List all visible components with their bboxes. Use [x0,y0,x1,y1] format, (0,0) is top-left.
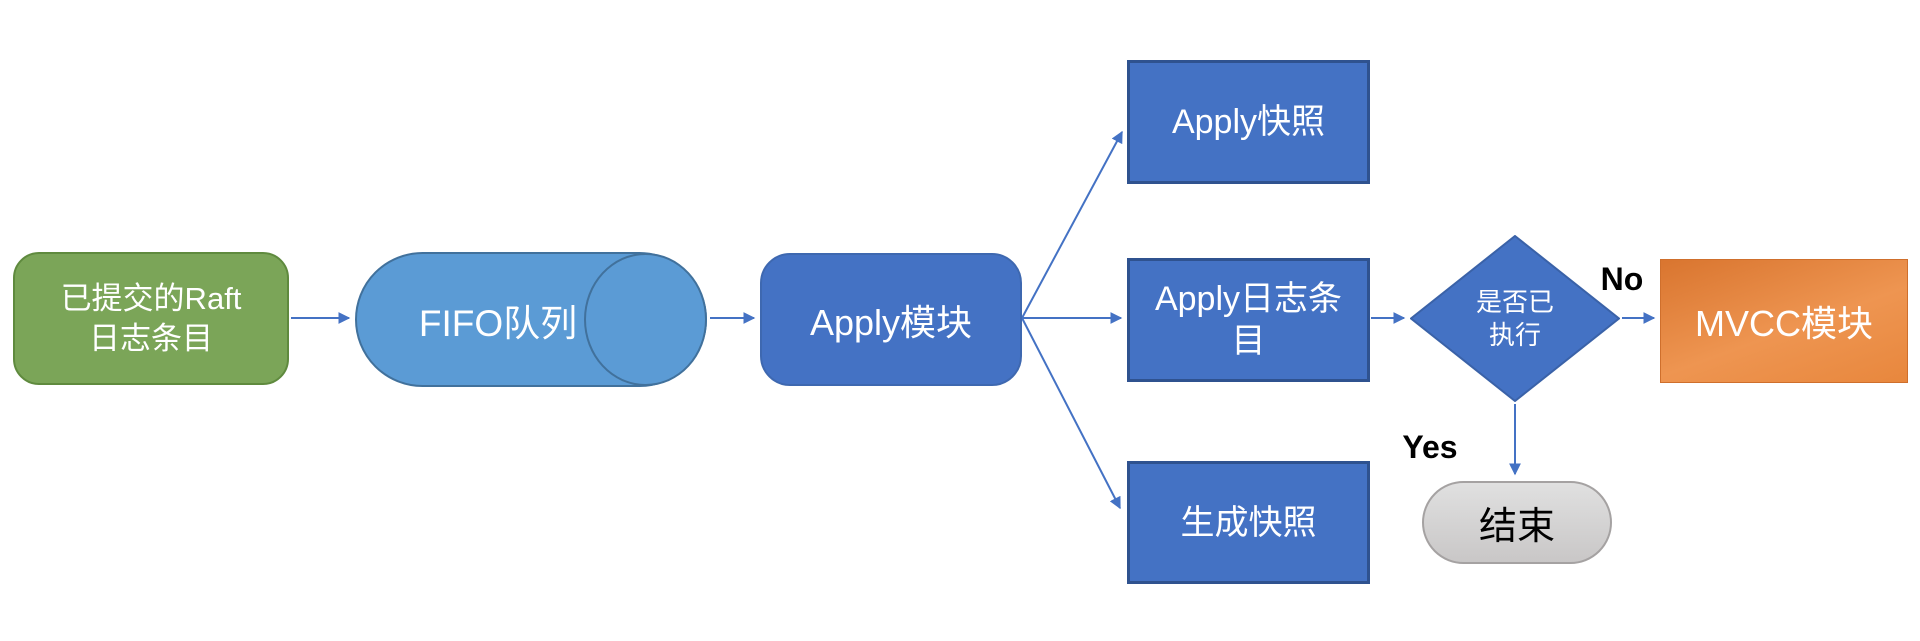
edge-apply-to-apply-snapshot [1021,130,1123,319]
node-mvcc-module: MVCC模块 [1660,259,1908,383]
node-end-terminator: 结束 [1422,481,1612,564]
edge-label-no: No [1600,260,1644,297]
diamond-shape [1410,235,1620,402]
node-committed-raft-entries: 已提交的Raft 日志条目 [13,252,289,385]
node-label: MVCC模块 [1695,303,1873,344]
edge-label-yes: Yes [1402,428,1458,465]
node-apply-log-entries: Apply日志条 目 [1127,258,1370,382]
node-label: Apply快照 [1171,103,1326,141]
node-label: 结束 [1478,506,1555,548]
node-apply-snapshot: Apply快照 [1127,60,1370,184]
node-is-executed-decision: 是否已 执行 [1410,235,1620,402]
node-generate-snapshot: 生成快照 [1127,461,1370,584]
node-label: 已提交的Raft [60,280,242,316]
edge-apply-to-generate-snapshot [1021,317,1121,510]
node-label: Apply日志条 [1154,280,1343,318]
cylinder-cap [584,253,707,386]
node-label: 生成快照 [1180,503,1317,542]
node-label: 日志条目 [89,320,213,356]
node-label: 执行 [1488,319,1541,350]
node-label: 目 [1231,322,1266,360]
node-apply-module: Apply模块 [760,253,1022,386]
node-label: Apply模块 [809,301,973,343]
node-label: FIFO队列 [418,302,578,344]
node-label: 是否已 [1475,286,1554,317]
